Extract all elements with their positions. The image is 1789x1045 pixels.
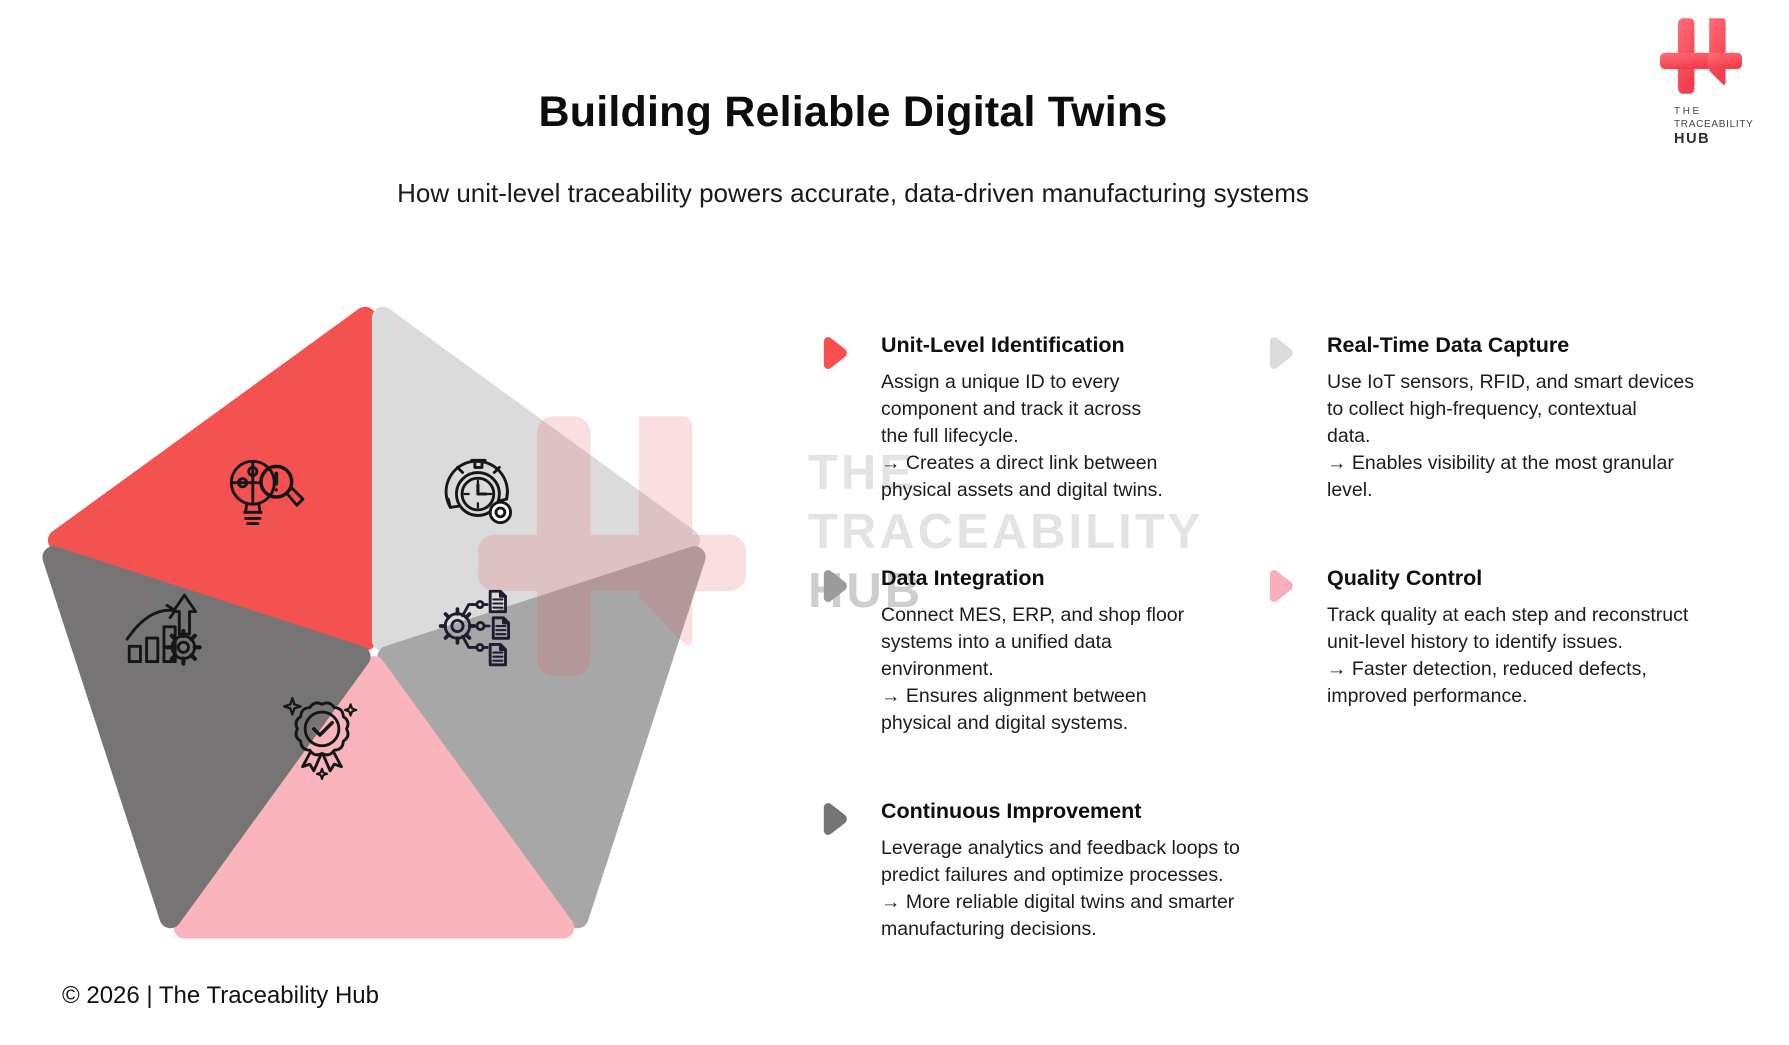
pentagon-segment-real-time-data-capture [371, 306, 701, 651]
pentagon-segment-data-integration [377, 546, 706, 929]
section-title: Quality Control [1327, 566, 1483, 590]
stopwatch-eye-icon [444, 458, 513, 525]
pentagon-segment-quality-control [173, 656, 575, 939]
section-title: Unit-Level Identification [881, 333, 1125, 357]
watermark-line-the: THE [808, 446, 915, 500]
award-badge-icon [283, 697, 358, 780]
growth-chart-gear-icon [125, 593, 202, 666]
traceability-hub-logo-text: THE TRACEABILITY HUB [1674, 106, 1754, 148]
pentagon-diagram [42, 306, 706, 939]
play-marker-icon [1269, 570, 1293, 602]
watermark-logo-icon [478, 416, 746, 676]
section-body: Track quality at each step and reconstru… [1327, 604, 1689, 707]
section-body: Use IoT sensors, RFID, and smart devices… [1327, 371, 1695, 501]
page-subtitle: How unit-level traceability powers accur… [397, 178, 1309, 208]
watermark-text: THE TRACEABILITY HUB [808, 444, 1203, 621]
play-marker-icon [823, 803, 847, 835]
idea-search-icon [229, 459, 305, 526]
logo-line-hub: HUB [1674, 131, 1711, 147]
gear-documents-icon [438, 589, 511, 667]
section-title: Continuous Improvement [881, 799, 1142, 823]
logo-line-traceability: TRACEABILITY [1674, 118, 1754, 130]
play-marker-icon [823, 570, 847, 602]
copyright-text: © 2026 | The Traceability Hub [62, 982, 379, 1009]
play-marker-icon [1269, 337, 1293, 369]
traceability-hub-logo-icon [1660, 18, 1742, 94]
section-title: Real-Time Data Capture [1327, 333, 1570, 357]
page-title: Building Reliable Digital Twins [538, 88, 1168, 136]
section-body: Leverage analytics and feedback loops to… [881, 837, 1240, 940]
watermark-line-traceability: TRACEABILITY [808, 505, 1204, 559]
play-marker-icon [823, 337, 847, 369]
section-body: Assign a unique ID to every component an… [881, 371, 1163, 501]
logo-line-the: THE [1674, 106, 1702, 117]
section-title: Data Integration [881, 566, 1045, 590]
pentagon-segment-unit-level-identification [47, 306, 377, 651]
section-body: Connect MES, ERP, and shop floor systems… [881, 604, 1185, 734]
